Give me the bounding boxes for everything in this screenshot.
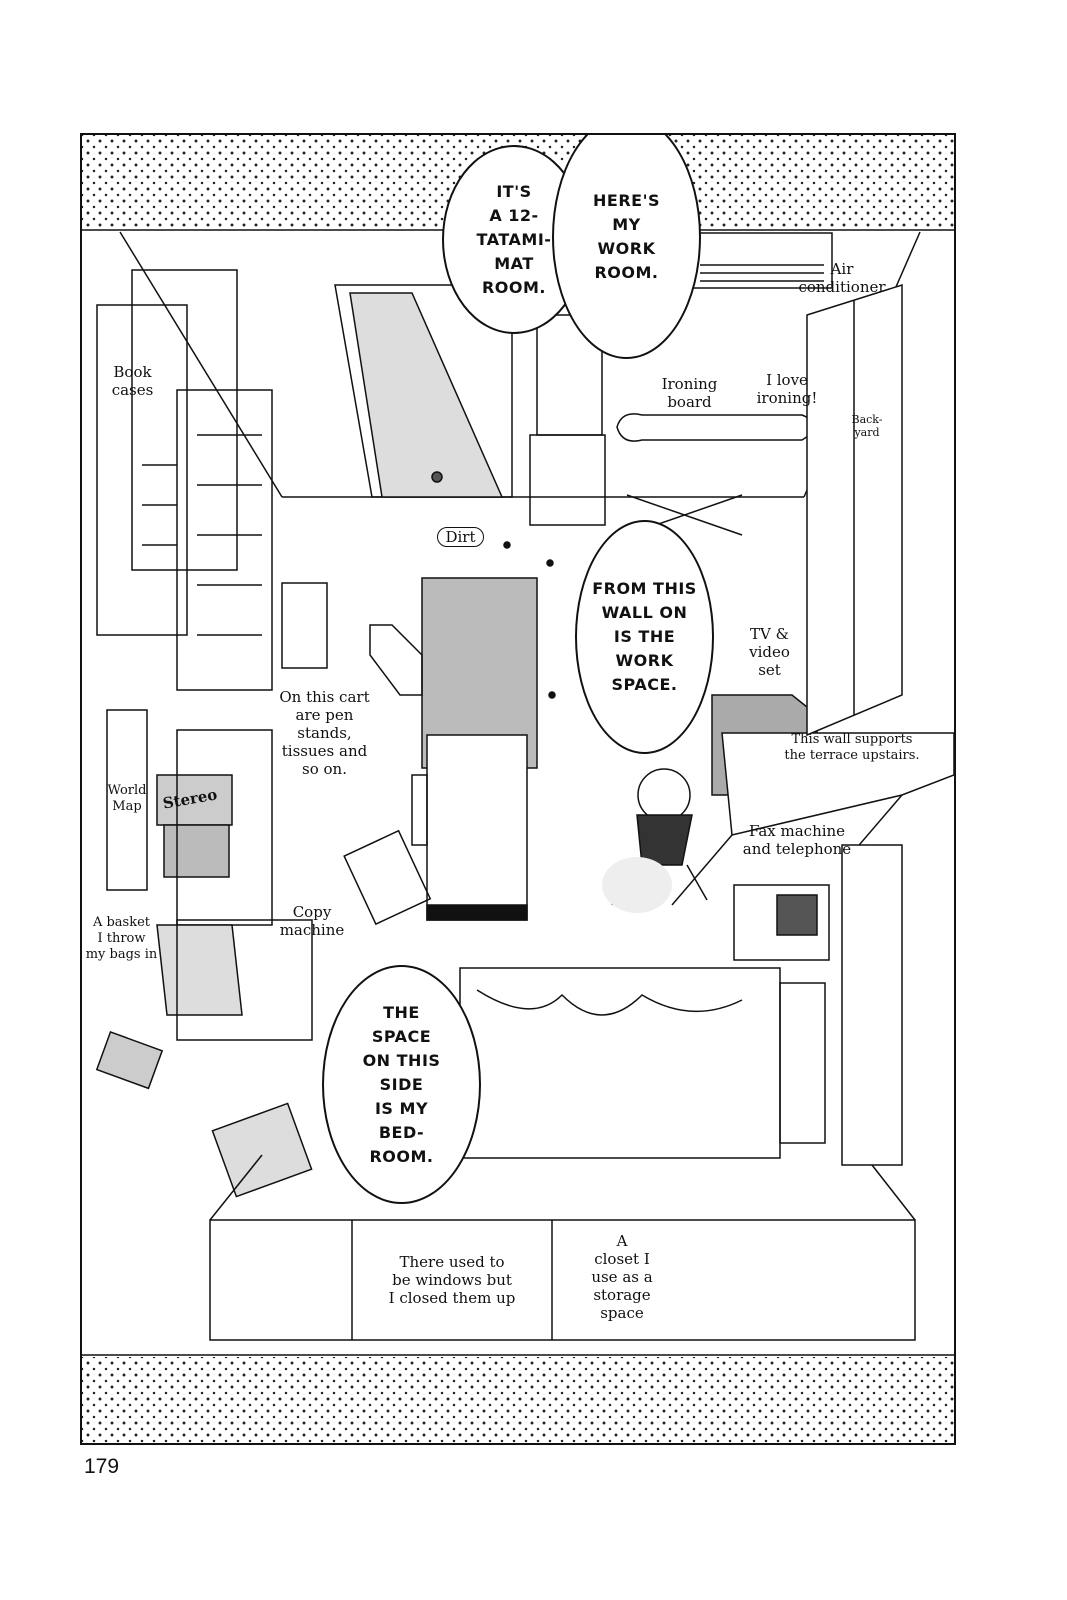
- label-bookcases: Book cases: [111, 363, 154, 399]
- wallpaper-bottom: [82, 1357, 954, 1443]
- speech-bubble-workspace: FROM THIS WALL ON IS THE WORK SPACE.: [575, 520, 714, 754]
- label-terrace: This wall supports the terrace upstairs.: [784, 732, 920, 763]
- speech-bubble-bedroom: THE SPACE ON THIS SIDE IS MY BED- ROOM.: [322, 965, 481, 1204]
- label-basket: A basket I throw my bags in: [85, 915, 158, 962]
- label-dirt: Dirt: [437, 527, 484, 547]
- label-ironing-board: Ironing board: [661, 375, 718, 411]
- speech-bubble-workroom: HERE'S MY WORK ROOM.: [552, 135, 701, 359]
- manga-panel: IT'S A 12- TATAMI- MAT ROOM. HERE'S MY W…: [80, 133, 956, 1445]
- label-fax: Fax machine and telephone: [742, 822, 852, 858]
- label-backyard: Back- yard: [851, 413, 883, 439]
- label-windows: There used to be windows but I closed th…: [388, 1253, 516, 1307]
- label-closet: A closet I use as a storage space: [591, 1232, 653, 1322]
- page-number: 179: [84, 1455, 120, 1478]
- label-cart: On this cart are pen stands, tissues and…: [279, 688, 370, 778]
- label-air-conditioner: Air conditioner: [798, 260, 886, 296]
- label-copy-machine: Copy machine: [279, 903, 345, 939]
- label-love-ironing: I love ironing!: [756, 371, 818, 407]
- label-world-map: World Map: [107, 783, 147, 814]
- label-tv-video: TV & video set: [749, 625, 790, 679]
